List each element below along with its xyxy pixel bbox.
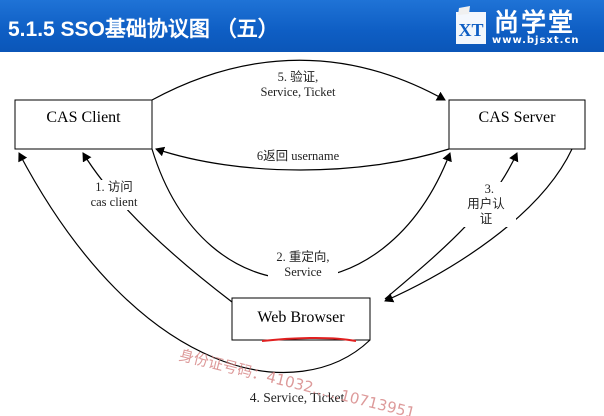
step3-line1: 3. — [484, 182, 494, 196]
cas-server-box — [448, 99, 586, 150]
arrow-step3 — [384, 152, 519, 300]
logo-url: www.bjsxt.cn — [492, 35, 580, 46]
cas-server-label: CAS Server — [478, 109, 556, 126]
step1-line1: 1. 访问 — [95, 180, 133, 194]
arrow-step1 — [82, 152, 233, 303]
title-bar: 5.1.5 SSO基础协议图 （五） XT 尚学堂 www.bjsxt.cn — [0, 0, 604, 52]
step5-label: 5. 验证, Service, Ticket — [238, 70, 358, 100]
step5-line1: 5. 验证, — [277, 70, 319, 84]
web-browser-label: Web Browser — [257, 309, 345, 326]
arrow-step6 — [155, 146, 450, 171]
slide-title: 5.1.5 SSO基础协议图 （五） — [8, 18, 279, 41]
logo-icon: XT — [456, 6, 486, 44]
logo-name: 尚学堂 — [494, 9, 576, 37]
step3-line3: 证 — [479, 212, 493, 226]
step2-line2: Service — [284, 265, 322, 279]
step3-label: 3. 用户认 证 — [456, 182, 516, 227]
step2-label: 2. 重定向, Service — [268, 250, 338, 280]
step1-line2: cas client — [90, 195, 138, 209]
step3-line2: 用户认 — [467, 197, 505, 211]
sso-protocol-diagram: CAS Client CAS Server Web Browser 5. 验证,… — [0, 52, 604, 416]
red-underline — [261, 336, 357, 342]
arrow-step5 — [151, 59, 446, 101]
step1-label: 1. 访问 cas client — [78, 180, 150, 210]
cas-client-box — [14, 99, 153, 150]
logo-icon-text: XT — [458, 20, 483, 40]
step4-label: 4. Service, Ticket — [222, 390, 372, 405]
arrow-step4 — [18, 152, 371, 374]
step2-line1: 2. 重定向, — [276, 250, 330, 264]
cas-client-label: CAS Client — [46, 109, 121, 126]
diagram-lines — [14, 59, 586, 374]
step6-label: 6返回 username — [238, 149, 358, 164]
arrow-step3-back — [384, 148, 573, 303]
web-browser-box — [231, 297, 371, 341]
step5-line2: Service, Ticket — [260, 85, 336, 99]
